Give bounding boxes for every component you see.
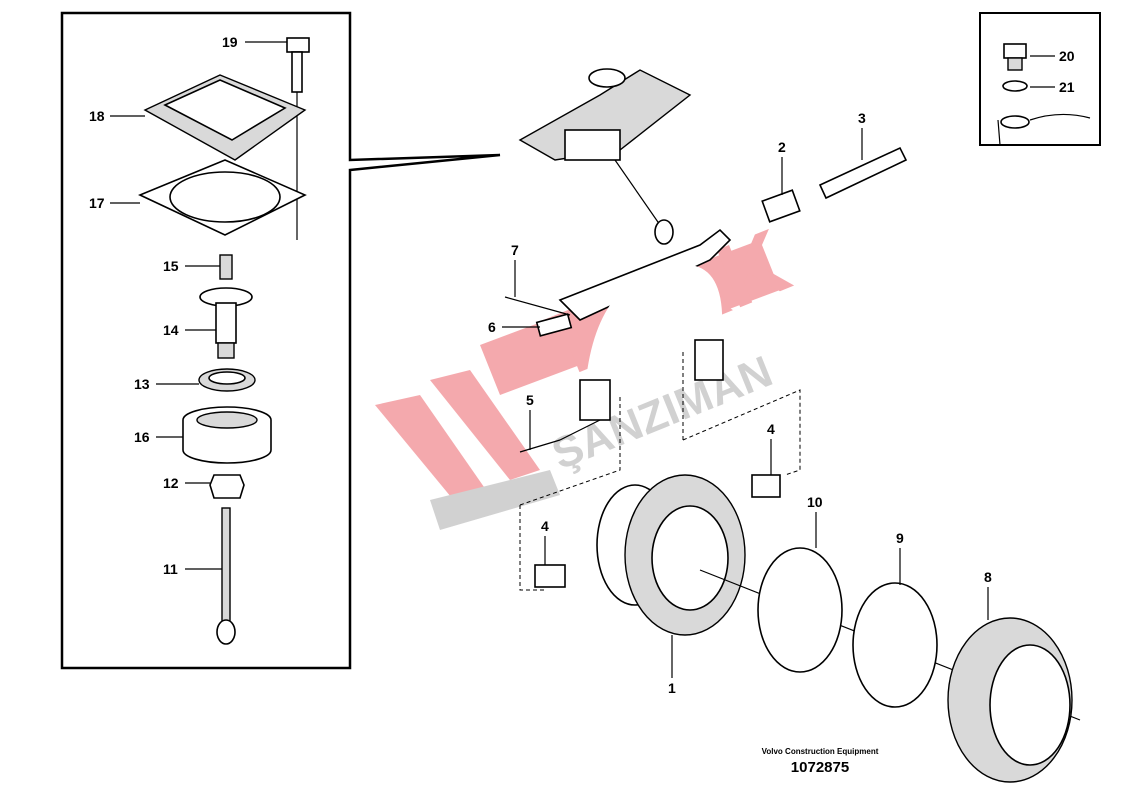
callout-19: 19 xyxy=(222,34,238,50)
callout-14: 14 xyxy=(163,322,179,338)
callout-6: 6 xyxy=(488,319,496,335)
publisher-label: Volvo Construction Equipment xyxy=(761,747,879,756)
callout-16: 16 xyxy=(134,429,150,445)
callout-1: 1 xyxy=(668,680,676,696)
callout-20: 20 xyxy=(1059,48,1075,64)
drawing-footer: Volvo Construction Equipment 1072875 xyxy=(760,747,880,776)
detail-box xyxy=(60,11,501,670)
callout-15: 15 xyxy=(163,258,179,274)
inset-box xyxy=(979,12,1101,146)
callout-12: 12 xyxy=(163,475,179,491)
callout-10: 10 xyxy=(807,494,823,510)
callout-7: 7 xyxy=(511,242,519,258)
callout-13: 13 xyxy=(134,376,150,392)
callout-2: 2 xyxy=(778,139,786,155)
leader-lines xyxy=(110,41,1055,678)
callout-9: 9 xyxy=(896,530,904,546)
callout-17: 17 xyxy=(89,195,105,211)
drawing-number: 1072875 xyxy=(790,759,850,776)
callout-11: 11 xyxy=(163,561,178,577)
diaphragm-assembly xyxy=(138,37,310,645)
callout-labels: 19 18 17 15 14 13 16 12 11 20 21 3 2 7 6… xyxy=(89,34,1075,696)
callout-18: 18 xyxy=(89,108,105,124)
callout-5: 5 xyxy=(526,392,534,408)
callout-8: 8 xyxy=(984,569,992,585)
shift-assembly xyxy=(504,68,1081,783)
callout-4: 4 xyxy=(767,421,775,437)
callout-4: 4 xyxy=(541,518,549,534)
callout-21: 21 xyxy=(1059,79,1075,95)
plug-and-washer xyxy=(997,43,1091,146)
callout-3: 3 xyxy=(858,110,866,126)
